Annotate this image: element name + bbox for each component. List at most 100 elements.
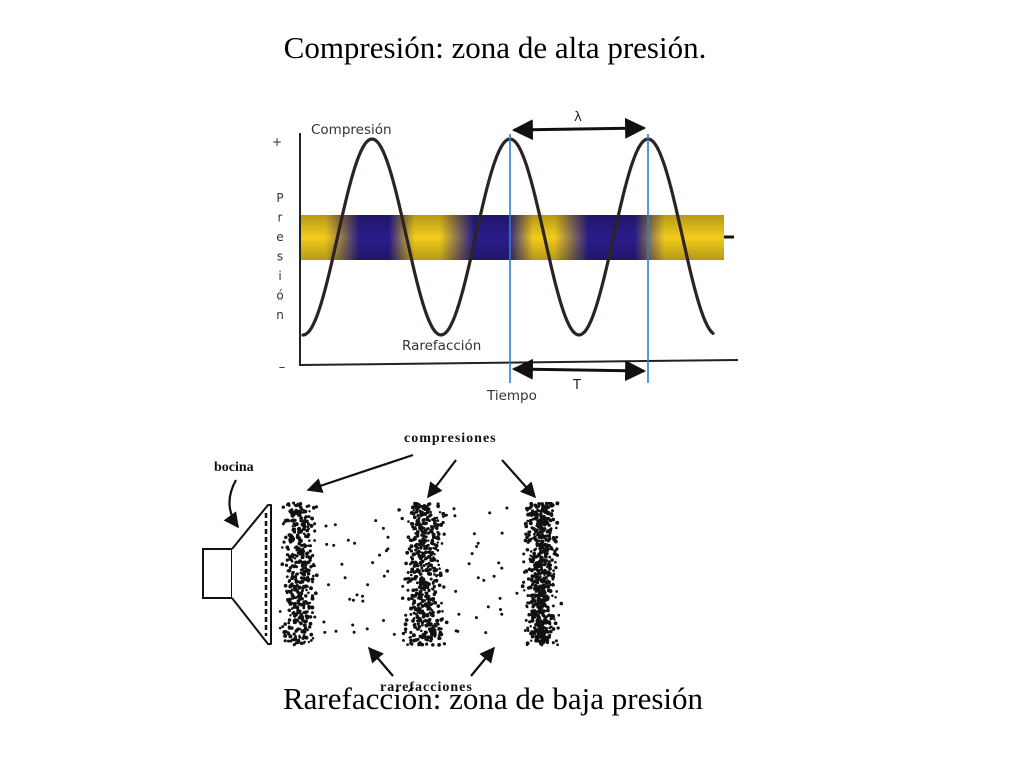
air-particle	[526, 512, 531, 517]
air-particle	[306, 560, 311, 565]
air-particle	[291, 552, 294, 556]
air-particle	[302, 619, 306, 623]
air-particle	[422, 578, 426, 582]
air-particle	[292, 528, 296, 532]
air-particle	[532, 599, 537, 603]
air-particle	[292, 632, 296, 636]
air-particle	[313, 539, 316, 542]
air-particle	[505, 506, 509, 510]
air-particle	[432, 557, 437, 562]
air-particle	[492, 574, 496, 578]
air-particle	[549, 583, 552, 587]
air-particle	[435, 527, 439, 531]
air-particle	[421, 598, 425, 602]
air-particle	[441, 610, 444, 613]
air-particle	[293, 638, 296, 642]
air-particle	[307, 515, 311, 519]
air-particle	[554, 639, 558, 643]
air-particle	[285, 558, 289, 562]
air-particle	[414, 537, 417, 541]
air-particle	[415, 581, 419, 585]
air-particle	[314, 573, 319, 578]
air-particle	[416, 606, 420, 609]
air-particle	[422, 545, 426, 548]
air-particle	[524, 569, 529, 574]
air-particle	[296, 533, 300, 537]
air-particle	[401, 584, 405, 588]
air-particle	[287, 608, 292, 612]
air-particle	[290, 593, 294, 597]
air-particle	[414, 569, 419, 574]
air-particle	[545, 594, 549, 598]
air-particle	[429, 552, 434, 557]
air-particle	[426, 543, 430, 547]
air-particle	[543, 615, 547, 619]
air-particle	[311, 553, 315, 558]
air-particle	[302, 606, 306, 610]
air-particle	[378, 553, 381, 557]
air-particle	[555, 520, 560, 525]
air-particle	[420, 551, 424, 554]
air-particle	[425, 584, 429, 588]
air-particle	[423, 526, 426, 530]
air-particle	[436, 573, 439, 577]
air-particle	[285, 553, 290, 557]
air-particle	[302, 511, 306, 514]
air-particle	[418, 542, 422, 547]
air-particle	[290, 555, 295, 559]
air-particle	[428, 617, 432, 622]
air-particle	[291, 525, 294, 528]
air-particle	[526, 519, 530, 523]
air-particle	[438, 637, 442, 640]
air-particle	[528, 557, 532, 561]
air-particle	[484, 631, 488, 635]
air-particle	[409, 522, 414, 526]
air-particle	[299, 597, 303, 601]
air-particle	[524, 524, 529, 529]
air-particle	[435, 536, 440, 541]
air-particle	[419, 607, 422, 610]
pressure-wave-graph: λ T Compresión Rarefacción Tiempo + – Pr…	[272, 110, 739, 404]
air-particle	[295, 589, 299, 593]
air-particle	[540, 518, 544, 522]
air-particle	[542, 602, 546, 606]
air-particle	[542, 585, 547, 589]
air-particle	[361, 594, 364, 598]
air-particle	[283, 639, 287, 643]
air-particle	[529, 625, 532, 628]
air-particle	[419, 514, 423, 518]
air-particle	[292, 565, 296, 569]
air-particle	[288, 635, 292, 638]
air-particle	[530, 630, 534, 634]
air-particle	[297, 586, 301, 590]
air-particle	[308, 510, 311, 513]
air-particle	[546, 581, 550, 585]
air-particle	[524, 532, 528, 536]
air-particle	[543, 505, 548, 510]
air-particle	[433, 516, 437, 520]
air-particle	[402, 638, 405, 642]
air-particle	[551, 503, 555, 507]
air-particle	[522, 552, 526, 556]
air-particle	[497, 561, 501, 565]
air-particle	[412, 600, 417, 605]
air-particle	[433, 579, 436, 582]
air-particle	[407, 597, 411, 601]
air-particle	[550, 512, 554, 516]
air-particle	[324, 524, 328, 528]
air-particle	[340, 562, 344, 566]
air-particle	[537, 561, 541, 566]
air-particle	[431, 624, 435, 628]
air-particle	[417, 616, 422, 621]
air-particle	[546, 511, 550, 515]
air-particle	[557, 613, 561, 617]
air-particle	[528, 620, 532, 624]
air-particle	[299, 543, 304, 548]
air-particle	[332, 543, 336, 547]
air-particle	[486, 605, 490, 609]
air-particle	[289, 536, 292, 539]
air-particle	[294, 629, 298, 633]
air-particle	[410, 593, 414, 598]
air-particle	[416, 530, 420, 534]
air-particle	[551, 604, 555, 608]
